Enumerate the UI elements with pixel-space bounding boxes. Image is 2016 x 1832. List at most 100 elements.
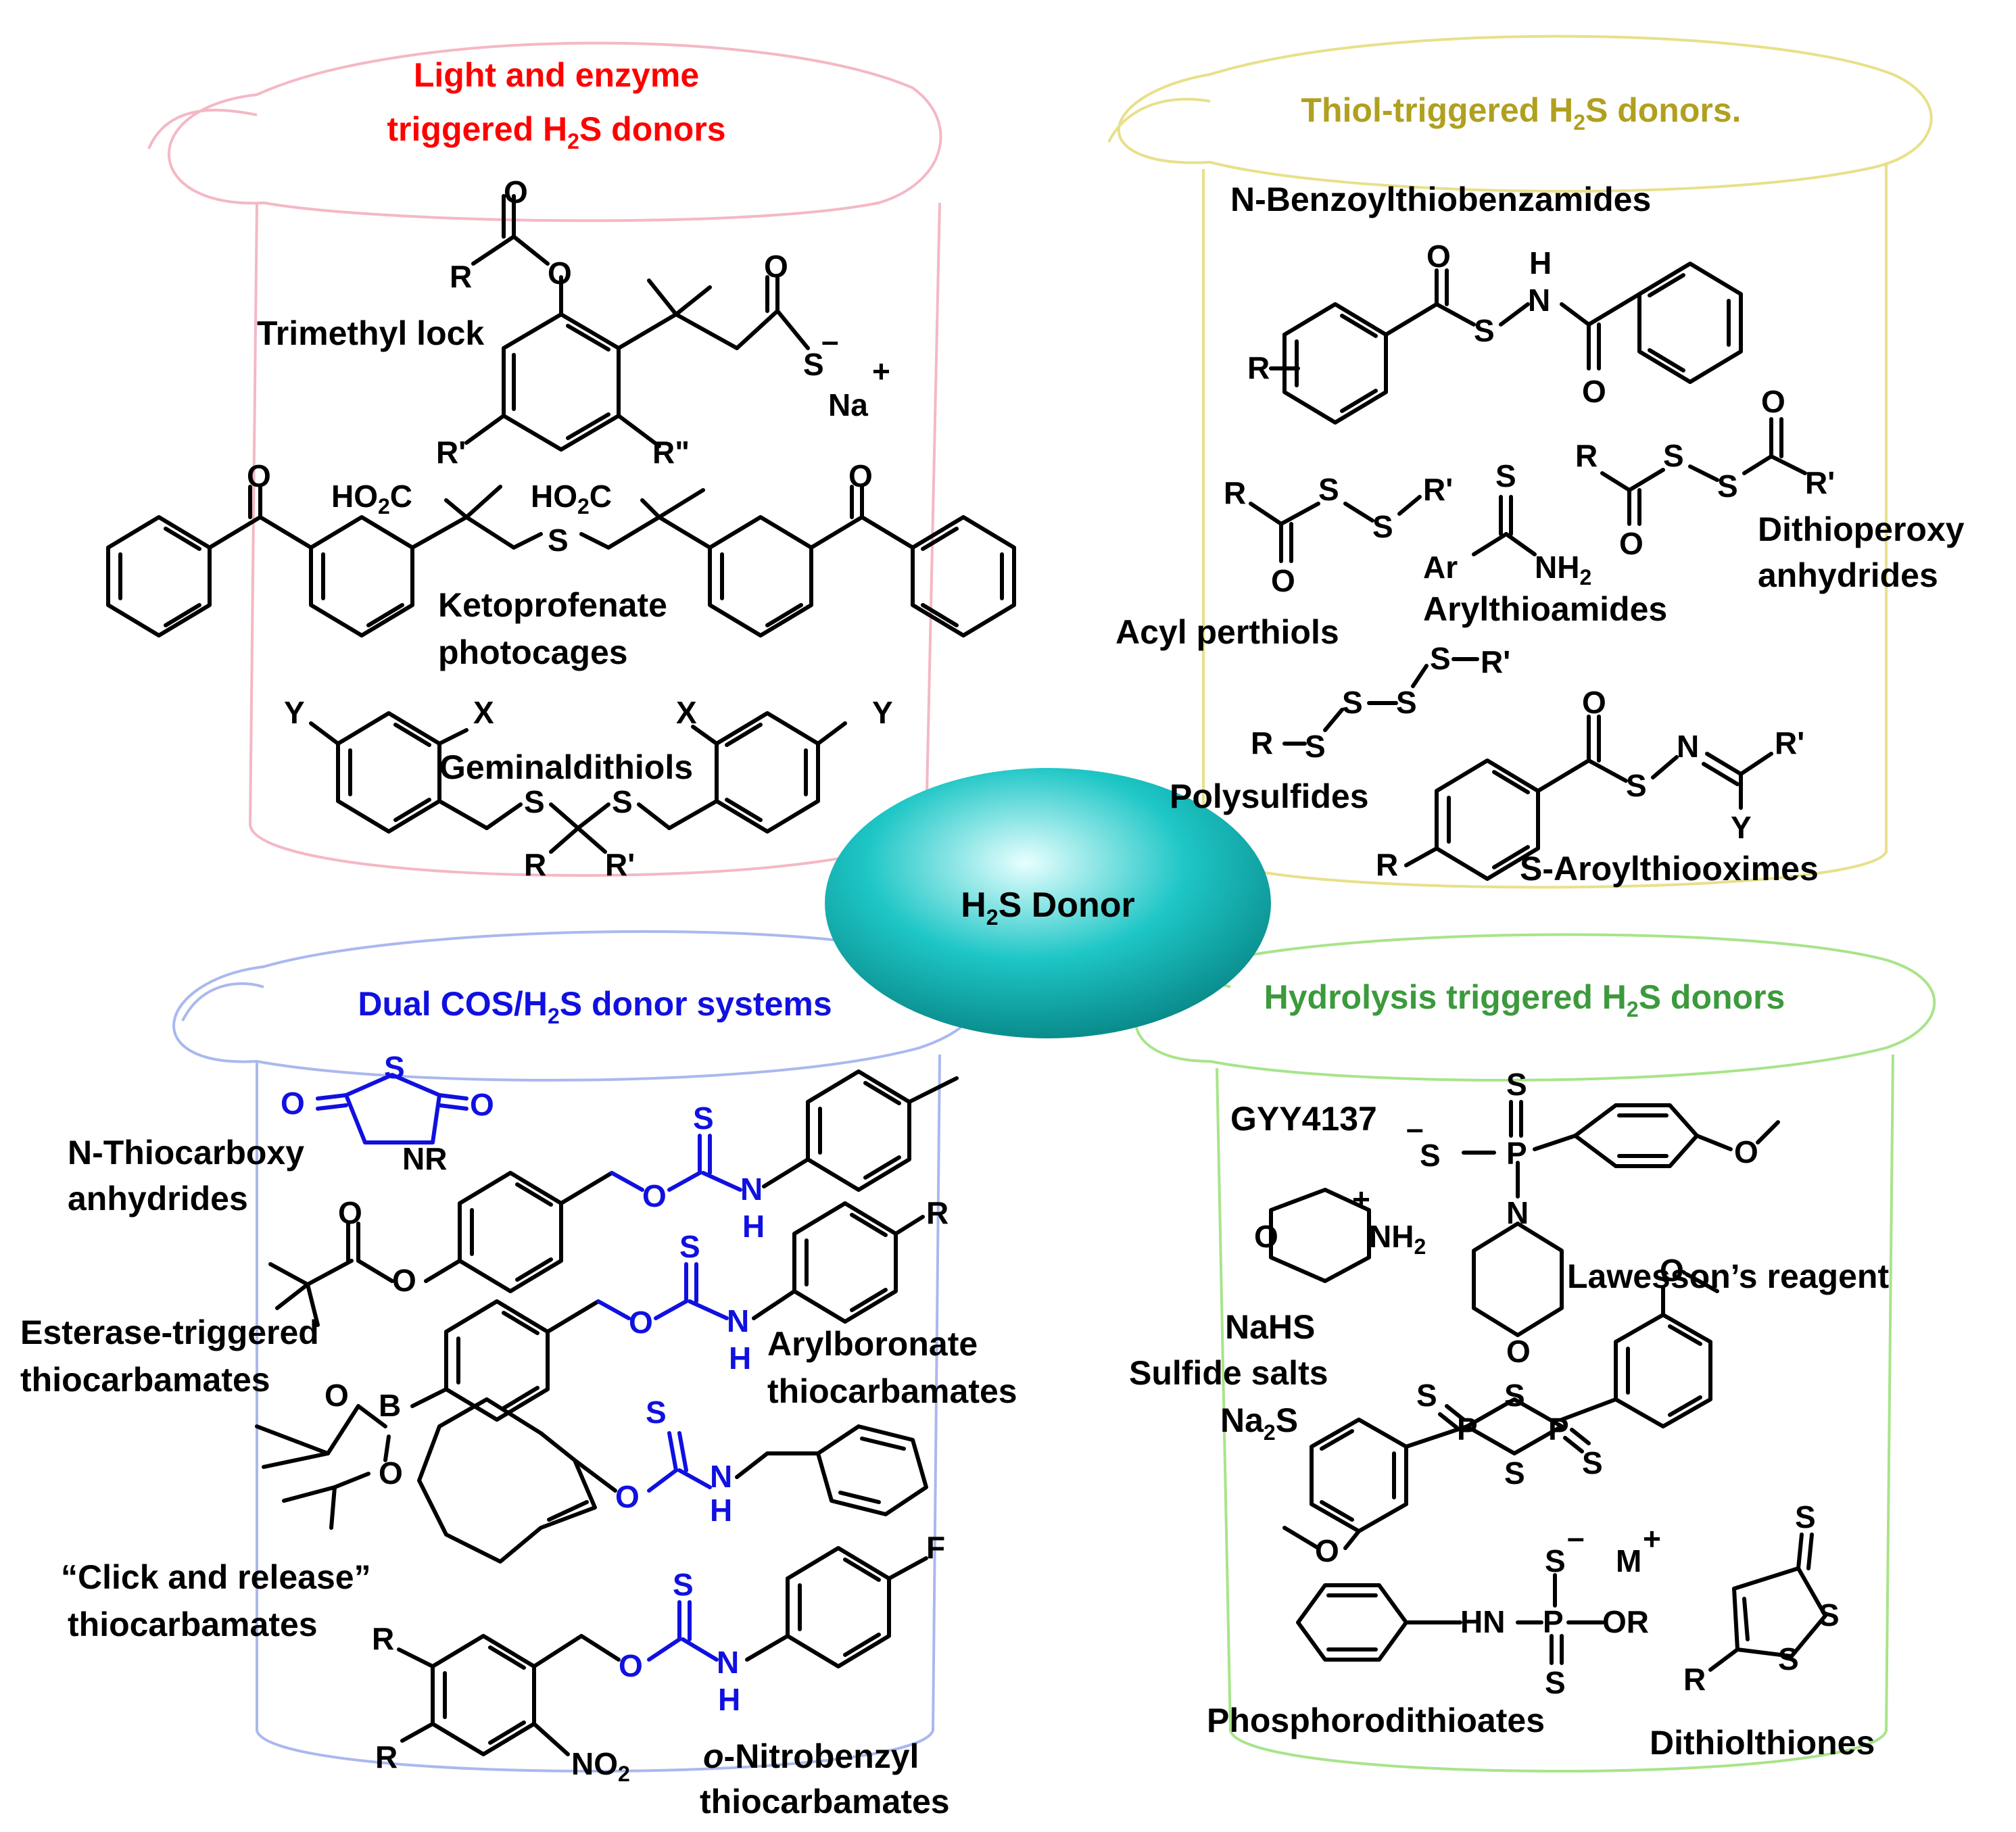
svg-text:S: S [1819,1597,1840,1633]
label-sulfide-salts: Sulfide salts [1129,1354,1328,1392]
svg-text:S: S [693,1101,714,1136]
svg-text:O: O [1582,685,1606,720]
geminaldithiol-structure: Y X X Y S S R R' [284,695,893,882]
svg-text:O: O [1619,526,1643,561]
svg-text:O: O [281,1086,305,1121]
svg-text:S: S [384,1050,405,1085]
svg-text:S: S [1504,1378,1525,1413]
svg-text:S: S [548,523,569,558]
svg-text:H: H [729,1341,751,1376]
beaker-bottom-right [1134,933,1936,1773]
svg-text:S: S [1626,768,1647,803]
title-top-left-line2: triggered H2S donors [387,110,725,153]
svg-text:H: H [718,1682,740,1717]
svg-text:S: S [524,784,545,819]
label-gyy4137: GYY4137 [1230,1100,1377,1138]
svg-text:S: S [612,784,633,819]
svg-text:O: O [1660,1253,1684,1288]
svg-text:O: O [642,1178,667,1213]
svg-text:R: R [1376,847,1398,882]
svg-text:O: O [1271,563,1295,598]
svg-text:N: N [710,1459,732,1494]
svg-text:B: B [379,1388,401,1423]
center-ellipse [825,768,1271,1038]
beaker-top-right [1107,34,1933,889]
svg-text:O: O [1506,1334,1531,1369]
dithioperoxy-anhydride-structure: R S S O O R' [1575,384,1835,561]
svg-text:S: S [1663,438,1684,473]
svg-text:R': R' [1775,725,1804,761]
svg-text:S: S [1420,1138,1441,1173]
title-bottom-left: Dual COS/H2S donor systems [358,985,832,1028]
polysulfide-structure: R S S S S R' [1251,641,1510,764]
svg-text:+: + [872,354,890,389]
svg-text:F: F [926,1530,945,1565]
svg-text:O: O [392,1263,416,1298]
svg-text:S: S [1495,458,1516,493]
label-dithioperoxy-2: anhydrides [1758,556,1938,594]
svg-text:S: S [1318,472,1339,507]
svg-text:S: S [1506,1067,1527,1102]
svg-text:–: – [821,323,839,358]
acyl-perthiol-structure: R S S R' O [1224,472,1453,598]
label-acyl-perthiols: Acyl perthiols [1115,613,1339,651]
arylboronate-thiocarbamate-structure: B O O O S N H R [255,1195,949,1530]
label-arylthioamides: Arylthioamides [1423,590,1667,628]
svg-text:P: P [1548,1412,1569,1447]
svg-text:Y: Y [284,695,305,730]
svg-text:S: S [1474,313,1495,348]
svg-text:P: P [1543,1604,1564,1639]
svg-text:HO2C: HO2C [531,479,612,519]
svg-text:H: H [742,1209,765,1244]
svg-text:R: R [1224,475,1246,510]
svg-text:X: X [676,695,697,730]
click-release-thiocarbamate-structure: O S N H [417,1395,928,1564]
svg-text:S: S [1342,685,1363,720]
svg-text:OR: OR [1602,1604,1649,1639]
esterase-thiocarbamate-structure: O O O S N H [268,1069,959,1327]
svg-text:S: S [1430,641,1451,676]
svg-text:+: + [1352,1182,1370,1217]
svg-text:O: O [615,1479,640,1514]
svg-text:R: R [1575,438,1598,473]
svg-text:O: O [619,1648,643,1683]
svg-text:N: N [1677,729,1699,764]
svg-text:R: R [524,847,546,882]
svg-text:O: O [1582,374,1606,409]
svg-text:O: O [379,1455,403,1491]
center-label: H2S Donor [961,886,1135,930]
svg-text:S: S [1778,1641,1799,1677]
label-ketoprofenate-1: Ketoprofenate [438,586,667,624]
svg-text:O: O [338,1195,362,1230]
svg-text:–: – [1567,1520,1585,1555]
label-esterase-2: thiocarbamates [20,1361,270,1399]
svg-text:O: O [1734,1134,1758,1170]
svg-text:S: S [679,1229,700,1264]
trimethyl-lock-structure: O O R O S – Na + R' R" [436,174,890,470]
label-trimethyl-lock: Trimethyl lock [257,314,484,352]
svg-text:S: S [1504,1455,1525,1491]
title-top-left-line1: Light and enzyme [414,56,699,94]
svg-text:Ar: Ar [1423,550,1458,585]
svg-text:R': R' [436,435,466,470]
svg-text:O: O [548,256,572,291]
svg-text:X: X [473,695,494,730]
svg-text:S: S [1416,1378,1437,1413]
label-geminaldithiols: Geminaldithiols [439,748,693,786]
svg-text:Y: Y [872,695,893,730]
label-polysulfides: Polysulfides [1170,777,1369,815]
svg-text:O: O [1315,1533,1339,1568]
svg-text:H: H [710,1493,732,1528]
svg-text:S: S [1795,1499,1816,1535]
title-top-right: Thiol-triggered H2S donors. [1301,91,1741,135]
label-s-aroylthiooximes: S-Aroylthiooximes [1520,850,1819,888]
svg-text:R: R [372,1621,394,1656]
svg-text:O: O [1761,384,1785,419]
label-dithiolthiones: Dithiolthiones [1650,1724,1875,1762]
svg-text:S: S [1582,1445,1603,1480]
ketoprofenate-structure: O O S HO2C HO2C [106,458,1016,637]
svg-text:R: R [1247,350,1270,385]
svg-text:O: O [1426,239,1451,274]
svg-text:S: S [646,1395,667,1430]
